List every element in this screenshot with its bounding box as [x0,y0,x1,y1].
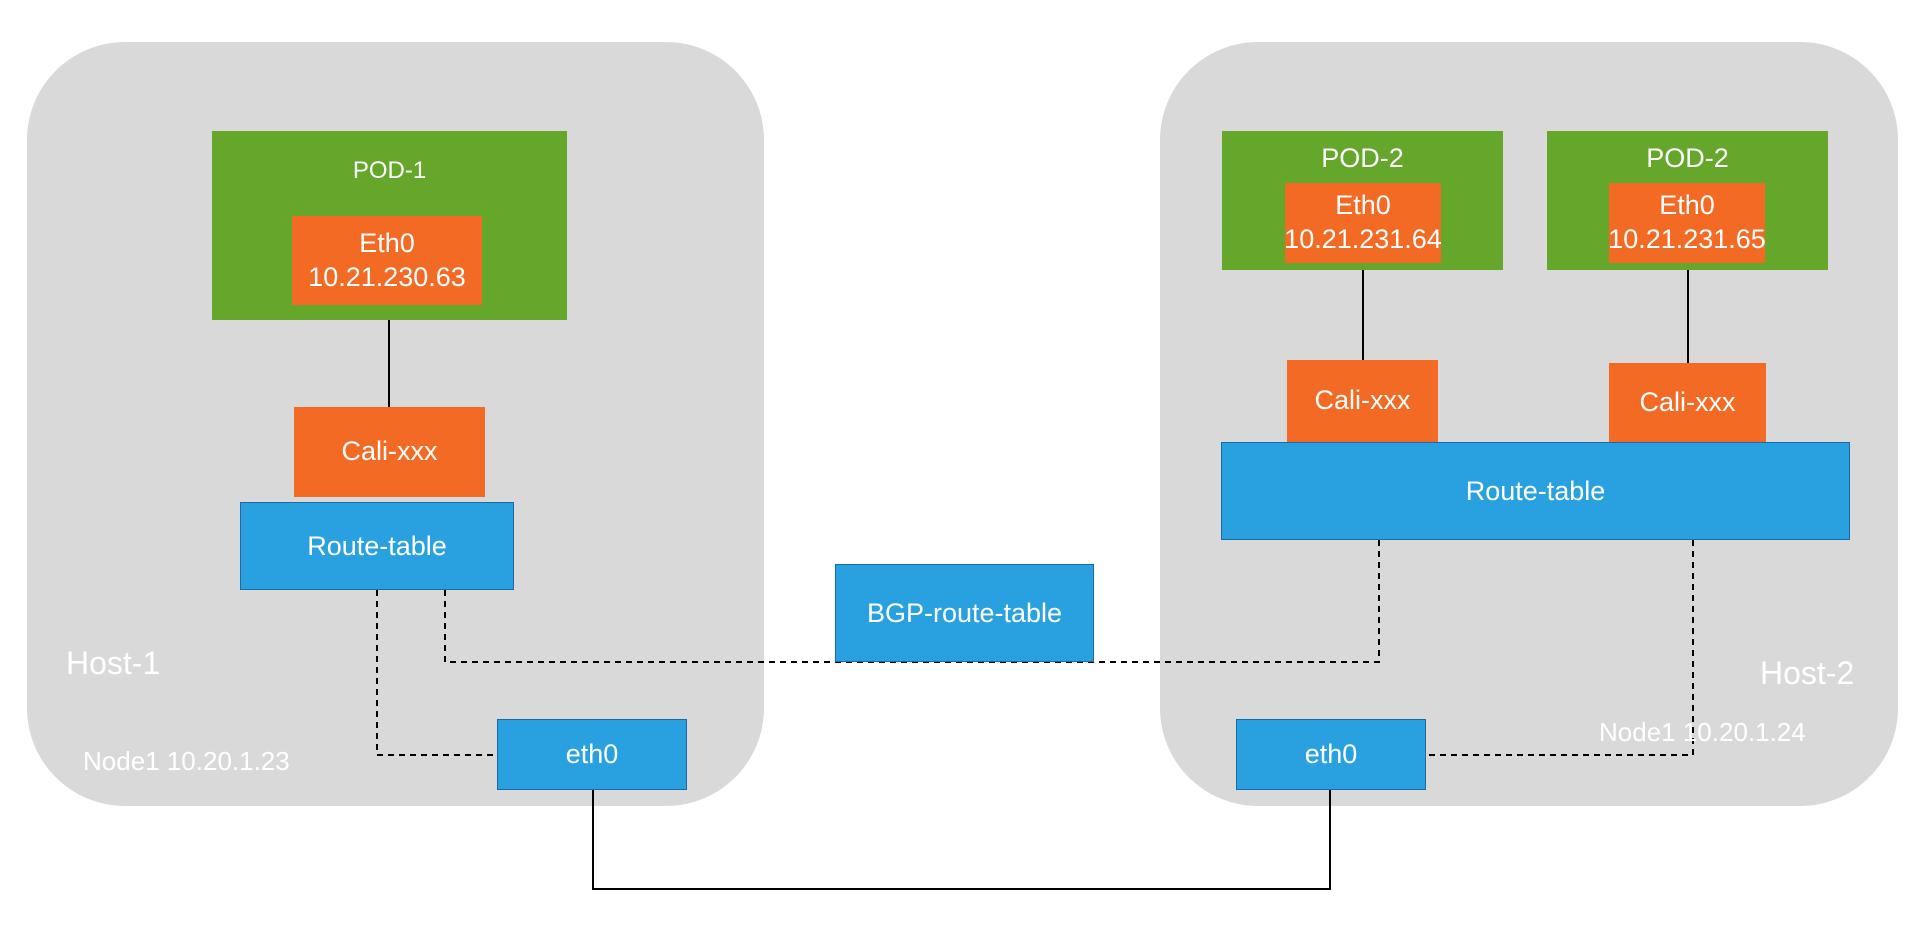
host-2-cali-label-2: Cali-xxx [1639,386,1736,417]
pod-2a-eth0-interface: Eth0 10.21.231.64 [1284,183,1442,263]
host-1-eth0-label: eth0 [565,739,619,769]
host-1-route-table: Route-table [240,502,514,590]
pod-1-eth0-name: Eth0 [359,227,415,258]
pod-2a-title: POD-2 [1321,143,1404,173]
host-1-cali-label: Cali-xxx [341,436,438,467]
pod-1-eth0-ip: 10.21.230.63 [308,261,466,292]
host-1-cali-interface: Cali-xxx [294,407,485,497]
pod-1-title: POD-1 [352,157,427,184]
link-rt1-eth0 [376,590,497,756]
host-2-cali-interface-1: Cali-xxx [1287,360,1438,442]
pod-2b-eth0-ip: 10.21.231.65 [1608,224,1766,254]
host-1-node-label: Node1 10.20.1.23 [83,746,290,776]
host-1-route-table-label: Route-table [307,530,447,561]
host-2-label: Host-2 [1760,655,1855,691]
pod-2a-eth0-ip: 10.21.231.64 [1284,224,1442,254]
link-rt2-eth0 [1426,540,1694,756]
host-1-eth0: eth0 [497,719,687,790]
pod-2b-eth0-name: Eth0 [1659,190,1715,221]
link-rt1-rt2 [444,540,1380,663]
bgp-route-table-label: BGP-route-table [866,597,1063,628]
host-2-eth0-label: eth0 [1304,739,1358,769]
host-2-route-table-label: Route-table [1465,475,1606,506]
pod-2a-eth0-name: Eth0 [1335,190,1391,221]
link-eth0-eth0 [592,790,1331,890]
host-2-node-label: Node1 10.20.1.24 [1599,717,1806,747]
host-1-label: Host-1 [66,645,161,681]
host-2-route-table: Route-table [1221,442,1850,540]
bgp-route-table: BGP-route-table [835,564,1094,662]
pod-1-eth0-interface: Eth0 10.21.230.63 [292,216,482,305]
host-2-eth0: eth0 [1236,719,1426,790]
host-2-cali-label-1: Cali-xxx [1314,385,1411,416]
host-2-cali-interface-2: Cali-xxx [1609,363,1766,442]
pod-2b-eth0-interface: Eth0 10.21.231.65 [1608,183,1766,263]
pod-2b-title: POD-2 [1646,143,1729,173]
